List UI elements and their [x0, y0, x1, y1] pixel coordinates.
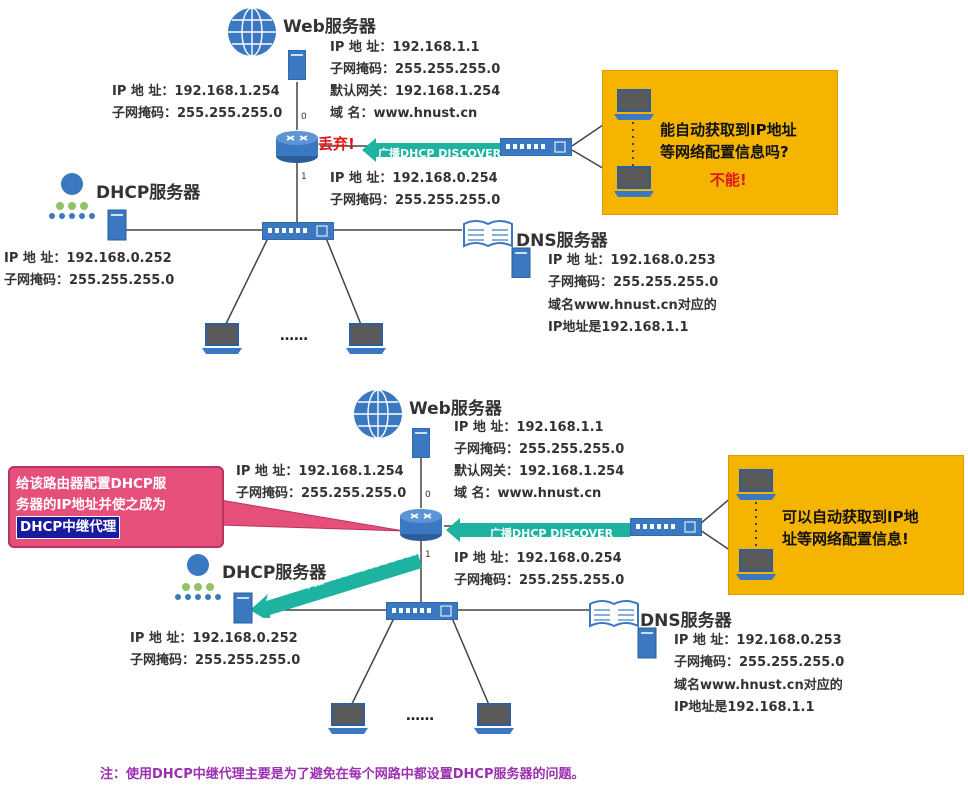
relay-agent-callout: 给该路由器配置DHCP服 务器的IP地址并使之成为 DHCP中继代理 — [8, 466, 224, 548]
dns-server-mask: 子网掩码：255.255.255.0 — [548, 275, 719, 290]
router-port-1-b: 1 — [425, 550, 431, 560]
web-server-title: Web服务器 — [283, 17, 376, 37]
globe-icon — [354, 389, 402, 439]
dns-server-desc2-b: IP地址是192.168.1.1 — [674, 700, 815, 715]
dotted-connector — [755, 502, 757, 548]
dns-server-title-b: DNS服务器 — [640, 611, 732, 631]
question-line-2: 等网络配置信息吗? — [660, 143, 789, 161]
switch-icon — [262, 222, 334, 240]
dns-server-desc2: IP地址是192.168.1.1 — [548, 320, 689, 335]
dhcp-server-icon — [175, 554, 253, 624]
switch-pc1-link — [221, 237, 269, 333]
dhcp-server-ip: IP 地 址：192.168.0.252 — [4, 251, 172, 266]
dhcp-server-icon — [49, 173, 127, 241]
router-port0-ip: IP 地 址：192.168.1.254 — [112, 84, 280, 99]
laptop-icon — [474, 703, 514, 734]
dns-server-mask-b: 子网掩码：255.255.255.0 — [674, 655, 845, 670]
dns-server-icon — [463, 220, 531, 278]
switch-pc1-link-b — [347, 617, 395, 713]
callout-line-1: 给该路由器配置DHCP服 — [16, 476, 167, 492]
question-line-1: 能自动获取到IP地址 — [660, 121, 797, 139]
unicast-arrow — [250, 554, 422, 618]
web-server-mask-b: 子网掩码：255.255.255.0 — [454, 442, 625, 457]
broadcast-arrow — [362, 138, 500, 162]
dhcp-server-title-b: DHCP服务器 — [222, 563, 327, 583]
router-port-0-b: 0 — [425, 490, 431, 500]
broadcast-arrow — [446, 518, 630, 542]
question-text: 能自动获取到IP地址 等网络配置信息吗? 不能! — [660, 119, 797, 191]
web-server-title-b: Web服务器 — [409, 399, 502, 419]
callout-line-2: 务器的IP地址并使之成为 — [16, 497, 166, 513]
laptop-icon — [614, 166, 654, 197]
web-server-ip: IP 地 址：192.168.1.1 — [330, 40, 480, 55]
dhcp-server-title: DHCP服务器 — [96, 183, 201, 203]
router-port1-ip: IP 地 址：192.168.0.254 — [330, 171, 498, 186]
switch-icon — [386, 602, 458, 620]
dns-server-desc1: 域名www.hnust.cn对应的 — [548, 298, 717, 313]
laptop-icon — [202, 323, 242, 354]
web-server-mask: 子网掩码：255.255.255.0 — [330, 62, 501, 77]
router-icon — [276, 131, 318, 163]
answer-no: 不能! — [709, 171, 747, 189]
router-port1-mask-b: 子网掩码：255.255.255.0 — [454, 573, 625, 588]
dns-server-ip: IP 地 址：192.168.0.253 — [548, 253, 716, 268]
router-port0-ip-b: IP 地 址：192.168.1.254 — [236, 464, 404, 479]
laptop-icon — [614, 89, 654, 120]
switch-icon — [630, 518, 702, 536]
server-icon — [288, 50, 306, 80]
web-server-gateway-b: 默认网关：192.168.1.254 — [454, 464, 625, 479]
router-port0-mask: 子网掩码：255.255.255.0 — [112, 106, 283, 121]
dhcp-server-mask: 子网掩码：255.255.255.0 — [4, 273, 175, 288]
switch-pc2-link — [325, 237, 365, 333]
router-port0-mask-b: 子网掩码：255.255.255.0 — [236, 486, 407, 501]
dns-server-icon — [589, 600, 657, 659]
dhcp-server-mask-b: 子网掩码：255.255.255.0 — [130, 653, 301, 668]
web-server-ip-b: IP 地 址：192.168.1.1 — [454, 420, 604, 435]
discard-label: 丢弃! — [318, 135, 355, 153]
broadcast-label: 广播DHCP DISCOVER — [378, 147, 502, 160]
answer-line-2: 址等网络配置信息! — [782, 530, 909, 548]
switch-icon — [500, 138, 572, 156]
server-icon — [412, 428, 430, 458]
router-port-0: 0 — [301, 112, 307, 122]
router-port-1: 1 — [301, 172, 307, 182]
dhcp-server-ip-b: IP 地 址：192.168.0.252 — [130, 631, 298, 646]
dotted-connector — [632, 122, 634, 166]
more-hosts-dots: …… — [280, 328, 308, 344]
answer-text: 可以自动获取到IP地 址等网络配置信息! — [782, 506, 919, 550]
dns-server-ip-b: IP 地 址：192.168.0.253 — [674, 633, 842, 648]
dns-server-desc1-b: 域名www.hnust.cn对应的 — [674, 678, 843, 693]
switch-pc2-link-b — [451, 617, 493, 713]
laptop-icon — [736, 469, 776, 500]
web-server-domain-b: 域 名：www.hnust.cn — [454, 486, 602, 501]
web-server-gateway: 默认网关：192.168.1.254 — [330, 84, 501, 99]
router-port1-ip-b: IP 地 址：192.168.0.254 — [454, 551, 622, 566]
footnote: 注：使用DHCP中继代理主要是为了避免在每个网路中都设置DHCP服务器的问题。 — [100, 767, 585, 782]
laptop-icon — [346, 323, 386, 354]
web-server-domain: 域 名：www.hnust.cn — [330, 106, 478, 121]
callout-text: 给该路由器配置DHCP服 务器的IP地址并使之成为 DHCP中继代理 — [16, 474, 166, 539]
more-hosts-dots-b: …… — [406, 708, 434, 724]
globe-icon — [228, 7, 276, 57]
laptop-icon — [736, 549, 776, 580]
answer-line-1: 可以自动获取到IP地 — [782, 508, 919, 526]
laptop-icon — [328, 703, 368, 734]
dns-server-title: DNS服务器 — [516, 231, 608, 251]
router-icon — [400, 509, 442, 541]
broadcast-label-b: 广播DHCP DISCOVER — [490, 527, 614, 540]
callout-pointer — [219, 499, 405, 532]
relay-agent-highlight: DHCP中继代理 — [16, 516, 121, 539]
router-port1-mask: 子网掩码：255.255.255.0 — [330, 193, 501, 208]
